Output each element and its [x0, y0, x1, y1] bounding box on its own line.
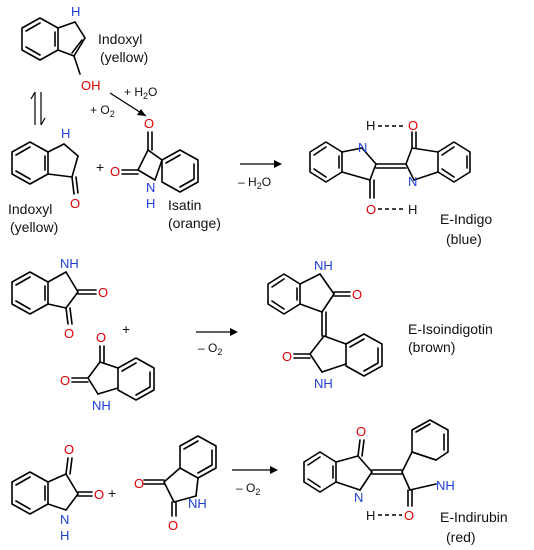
isatin-structure: O O NH	[60, 330, 155, 413]
oxidation-arrow	[109, 92, 147, 117]
nitrogen-h-label: H	[146, 196, 155, 211]
h-bond-h-label: H	[366, 508, 375, 523]
reaction-arrow-indigo	[240, 160, 282, 168]
indigo-name: E-Indigo	[440, 211, 492, 227]
indigo-n-label: N	[358, 140, 367, 155]
indirubin-n-label: N	[354, 490, 363, 505]
carbonyl-o-label: O	[94, 487, 104, 502]
carbonyl-o-label: O	[282, 349, 292, 364]
carbonyl-o-label: O	[352, 287, 362, 302]
carbonyl-o-label: O	[144, 116, 154, 131]
isatin-color: (orange)	[168, 215, 221, 231]
indoxyl-keto-structure: H O	[11, 126, 80, 211]
indoxyl-enol-structure: H OH	[21, 4, 101, 93]
carbonyl-o-label: O	[70, 196, 80, 211]
indigo-n-label: N	[408, 174, 417, 189]
nh-label: NH	[314, 376, 333, 391]
carbonyl-o-label: O	[404, 508, 414, 523]
nh-label: NH	[92, 398, 111, 413]
indoxyl-structure: O NH O	[134, 435, 217, 533]
lose-oxygen-condition: – O2	[236, 481, 260, 497]
carbonyl-o-label: O	[98, 285, 108, 300]
indirubin-name: E-Indirubin	[440, 509, 508, 525]
lose-oxygen-condition: – O2	[198, 341, 222, 357]
indoxyl-enol-name: Indoxyl	[98, 31, 142, 47]
carbonyl-o-label: O	[134, 476, 144, 491]
indigo-color: (blue)	[446, 231, 482, 247]
indirubin-structure: O N H O NH	[303, 419, 455, 523]
carbonyl-o-label: O	[64, 442, 74, 457]
hydroxyl-label: OH	[81, 78, 101, 93]
equilibrium-arrows	[30, 91, 46, 126]
carbonyl-o-label: O	[60, 373, 70, 388]
plus-sign: +	[96, 159, 104, 175]
reaction-arrow-indirubin	[232, 466, 278, 474]
carbonyl-o-label: O	[168, 518, 178, 533]
indoxyl-enol-color: (yellow)	[100, 49, 148, 65]
indirubin-color: (red)	[446, 529, 476, 545]
lose-water-condition: – H2O	[238, 175, 271, 191]
carbonyl-o-label: O	[408, 118, 418, 133]
reaction-arrow-isoindigotin	[196, 328, 238, 336]
plus-sign: +	[108, 485, 116, 501]
isoindigotin-structure: NH O O NH	[267, 258, 383, 391]
indoxyl-keto-name: Indoxyl	[8, 201, 52, 217]
plus-sign: +	[122, 321, 130, 337]
nitrogen-h-label: H	[60, 528, 69, 543]
carbonyl-o-label: O	[356, 424, 366, 439]
h-bond-h-label: H	[366, 118, 375, 133]
isatin-structure: O O N H	[11, 442, 104, 543]
add-oxygen-condition: + O2	[90, 103, 115, 119]
indoxyl-keto-color: (yellow)	[10, 219, 58, 235]
nh-label: N	[146, 180, 155, 195]
isatin-structure: NH O O	[11, 256, 108, 341]
isatin-structure: O O N H	[110, 116, 199, 211]
isatin-name: Isatin	[168, 197, 201, 213]
carbonyl-o-label: O	[366, 202, 376, 217]
h-bond-h-label: H	[408, 202, 417, 217]
nitrogen-h-label: H	[61, 126, 70, 141]
nh-label: NH	[188, 496, 207, 511]
add-water-condition: + H2O	[124, 85, 157, 101]
carbonyl-o-label: O	[64, 326, 74, 341]
nh-label: N	[60, 512, 69, 527]
carbonyl-o-label: O	[96, 330, 106, 345]
indigo-structure: N N O O H H	[309, 118, 471, 217]
nh-label: NH	[60, 256, 79, 271]
isoindigotin-name: E-Isoindigotin	[408, 321, 493, 337]
carbonyl-o-label: O	[110, 164, 120, 179]
nitrogen-h-label: H	[71, 4, 80, 19]
nh-label: NH	[436, 478, 455, 493]
nh-label: NH	[314, 258, 333, 273]
isoindigotin-color: (brown)	[408, 339, 455, 355]
